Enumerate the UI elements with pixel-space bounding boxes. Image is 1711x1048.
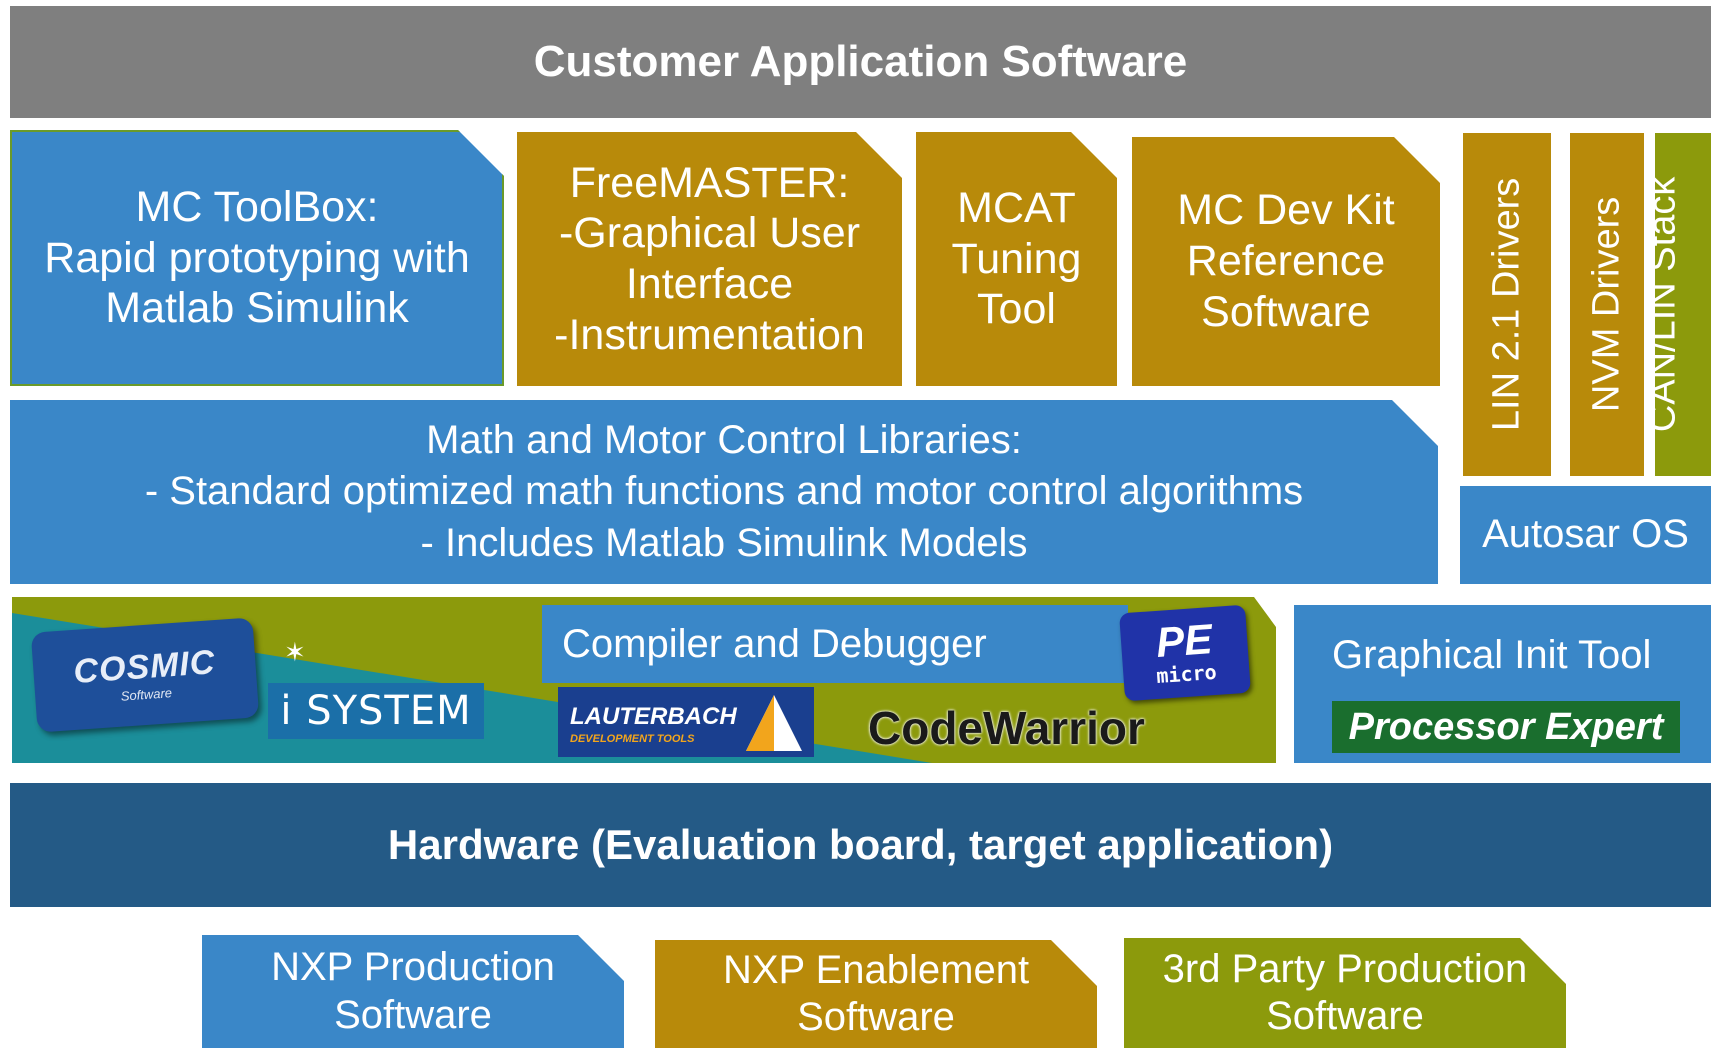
freemaster-line-4: -Instrumentation: [554, 310, 865, 359]
compiler-debugger-box: Compiler and Debugger: [542, 605, 1128, 683]
legend-nxp-production-line-2: Software: [334, 992, 492, 1037]
freemaster-block: FreeMASTER: -Graphical User Interface -I…: [517, 132, 902, 386]
pe-micro-logo: PE micro: [1119, 605, 1251, 702]
math-libraries-line-1: Math and Motor Control Libraries:: [426, 418, 1022, 463]
cosmic-logo-text: COSMIC: [72, 643, 217, 691]
legend-nxp-enablement-line-2: Software: [797, 995, 955, 1039]
mcat-block: MCAT Tuning Tool: [916, 132, 1117, 386]
nvm-drivers-block: NVM Drivers: [1570, 133, 1644, 476]
legend-third-party-line-2: Software: [1266, 994, 1424, 1038]
mc-toolbox-line-1: MC ToolBox:: [135, 182, 379, 231]
lauterbach-logo: LAUTERBACH DEVELOPMENT TOOLS: [558, 687, 814, 757]
cosmic-logo-subtext: Software: [120, 685, 173, 704]
can-lin-stack-label: CAN/LIN Stack: [1655, 176, 1684, 433]
autosar-os-block: Autosar OS: [1460, 486, 1711, 584]
hardware-block: Hardware (Evaluation board, target appli…: [10, 783, 1711, 907]
graphical-init-tool-label: Graphical Init Tool: [1332, 633, 1652, 677]
pe-micro-logo-subtext: micro: [1155, 659, 1218, 689]
graphical-init-tool-block: Graphical Init Tool Processor Expert: [1294, 605, 1711, 763]
pe-micro-logo-text: PE: [1154, 615, 1214, 666]
legend-nxp-enablement-line-1: NXP Enablement: [722, 947, 1030, 992]
mcat-line-1: MCAT: [957, 183, 1076, 232]
legend-third-party-line-1: 3rd Party Production: [1162, 946, 1528, 991]
nvm-drivers-label: NVM Drivers: [1585, 196, 1628, 413]
can-lin-stack-block: CAN/LIN Stack: [1655, 133, 1711, 476]
lauterbach-logo-text: LAUTERBACH: [570, 703, 737, 730]
processor-expert-logo: Processor Expert: [1332, 701, 1680, 753]
math-libraries-line-2: - Standard optimized math functions and …: [144, 469, 1304, 514]
autosar-os-label: Autosar OS: [1482, 512, 1689, 557]
mcat-line-3: Tool: [977, 285, 1056, 334]
legend-nxp-production-line-1: NXP Production: [271, 945, 555, 990]
legend-nxp-production: NXP Production Software: [202, 935, 624, 1048]
cosmic-logo: COSMIC Software: [31, 617, 259, 732]
math-libraries-block: Math and Motor Control Libraries: - Stan…: [10, 400, 1438, 584]
freemaster-line-2: -Graphical User: [558, 209, 861, 258]
legend-nxp-enablement: NXP Enablement Software: [655, 940, 1097, 1048]
lin-drivers-label: LIN 2.1 Drivers: [1485, 177, 1528, 432]
legend-third-party: 3rd Party Production Software: [1124, 938, 1566, 1048]
lin-drivers-block: LIN 2.1 Drivers: [1463, 133, 1551, 476]
customer-application-label: Customer Application Software: [533, 37, 1188, 87]
tools-band: Compiler and Debugger COSMIC Software ✶ …: [12, 597, 1276, 763]
lauterbach-triangle-icon: [744, 693, 804, 753]
mc-dev-kit-line-2: Reference: [1186, 237, 1386, 286]
mc-dev-kit-block: MC Dev Kit Reference Software: [1132, 137, 1440, 386]
freemaster-line-1: FreeMASTER:: [569, 158, 850, 207]
math-libraries-line-3: - Includes Matlab Simulink Models: [420, 520, 1028, 565]
hardware-label: Hardware (Evaluation board, target appli…: [387, 821, 1334, 869]
mcat-line-2: Tuning: [951, 234, 1082, 283]
isystem-star-icon: ✶: [284, 637, 306, 667]
mc-dev-kit-line-3: Software: [1201, 287, 1371, 336]
mc-toolbox-line-2: Rapid prototyping with: [44, 233, 470, 282]
processor-expert-logo-text: Processor Expert: [1348, 705, 1664, 748]
isystem-logo-text: i SYSTEM: [280, 688, 472, 734]
codewarrior-logo: CodeWarrior: [868, 702, 1145, 754]
mc-dev-kit-line-1: MC Dev Kit: [1177, 186, 1395, 235]
mc-toolbox-line-3: Matlab Simulink: [105, 284, 409, 333]
compiler-debugger-label: Compiler and Debugger: [562, 621, 987, 666]
mc-toolbox-block: MC ToolBox: Rapid prototyping with Matla…: [10, 130, 504, 386]
freemaster-line-3: Interface: [625, 260, 794, 308]
isystem-logo: i SYSTEM: [268, 683, 484, 739]
customer-application-block: Customer Application Software: [10, 6, 1711, 118]
lauterbach-logo-subtext: DEVELOPMENT TOOLS: [570, 733, 695, 745]
